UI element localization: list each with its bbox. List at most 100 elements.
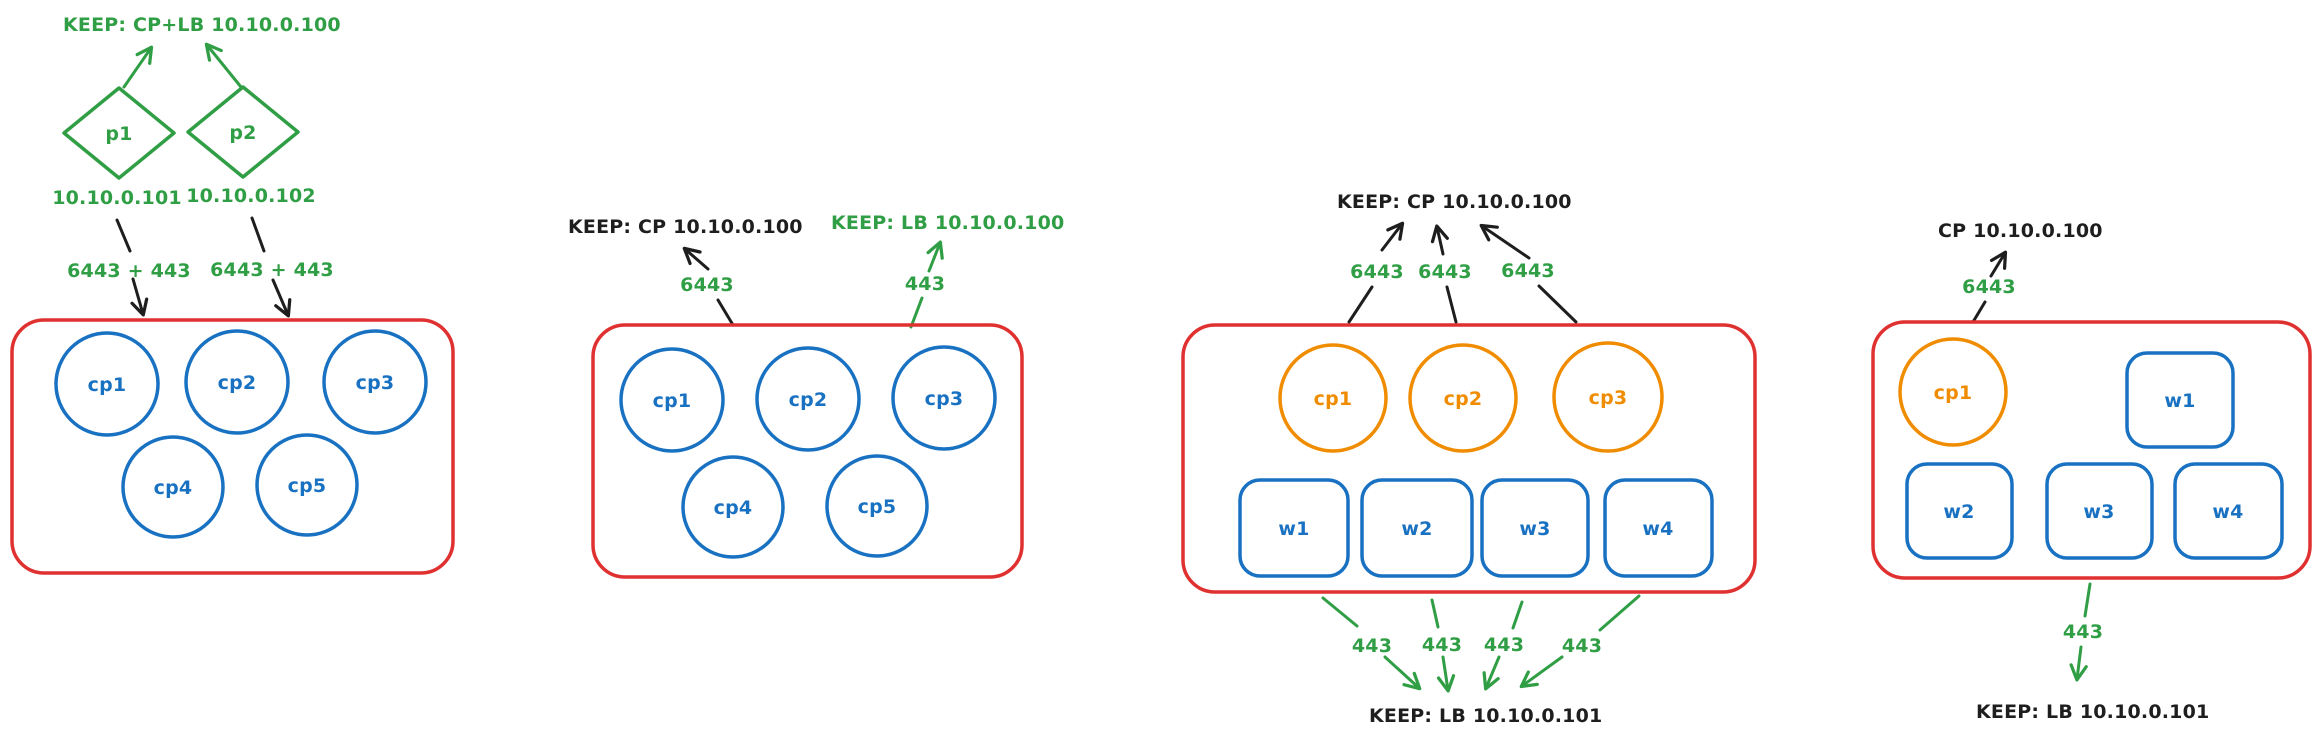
cp-node-circle [184, 329, 290, 435]
diagram-1-proxied-cluster: KEEP: CP+LB 10.10.0.100 p1 p2 10.10.0.10… [10, 14, 455, 575]
cp-node-circle [619, 347, 725, 453]
cp-node-circle [54, 331, 160, 437]
proxy-p2-diamond [186, 85, 300, 179]
arrow-lb-vip-lower [909, 296, 924, 329]
cp-node-label: cp3 [1589, 387, 1628, 409]
cp-node-circle [322, 329, 428, 435]
arrow-lb-lower [2069, 645, 2088, 682]
keep-lb-label: KEEP: LB 10.10.0.101 [1976, 701, 2209, 723]
diagram-3-cp-worker-cluster: KEEP: CP 10.10.0.100 6443 6443 6443 cp1 … [1181, 191, 1757, 727]
proxy-p1-label: p1 [105, 123, 132, 145]
cp-port-label: 6443 [1962, 276, 2016, 298]
cp-node-circle [1898, 337, 2008, 447]
cluster-boundary [1181, 323, 1757, 594]
lb-port-label: 443 [2063, 621, 2103, 643]
cp-node-label: cp3 [925, 388, 964, 410]
arrow-w2-lb-lower [1436, 655, 1456, 693]
cp-node-circle [755, 346, 861, 452]
worker-node-label: w2 [1943, 501, 1974, 523]
arrow-cp3-vip-upper [1479, 223, 1531, 260]
arrow-cp2-vip-lower [1445, 285, 1458, 324]
arrow-w4-lb-upper [1598, 594, 1641, 632]
cp-node-label: cp5 [858, 496, 897, 518]
cp-node-label: cp2 [218, 372, 257, 394]
keep-lb-label: KEEP: LB 10.10.0.101 [1369, 705, 1602, 727]
arrow-cp-vip-upper [682, 246, 710, 271]
lb-port-label: 443 [1562, 635, 1602, 657]
cp-node-label: cp4 [154, 477, 193, 499]
cp-node-label: cp1 [653, 390, 692, 412]
cp-node-label: cp1 [1314, 388, 1353, 410]
arrow-p2-to-cluster-upper [250, 216, 266, 253]
diagram-4-single-cp-cluster: CP 10.10.0.100 6443 cp1 w1 w2 w3 w4 443 … [1871, 220, 2312, 723]
worker-node-box [1603, 478, 1714, 578]
worker-node-label: w3 [2083, 501, 2114, 523]
worker-node-box [1480, 478, 1590, 578]
cp-node-circle [121, 435, 225, 539]
lb-port-label: 443 [1422, 634, 1462, 656]
cluster-boundary [10, 318, 455, 575]
p2-ports-label: 6443 + 443 [210, 259, 334, 281]
arrow-cp1-vip-lower [1347, 285, 1374, 324]
arrow-cp1-vip-upper [1380, 221, 1405, 252]
cp-node-circle [1408, 343, 1518, 453]
worker-node-label: w1 [1278, 518, 1309, 540]
worker-node-label: w1 [2164, 390, 2195, 412]
cp-node-label: cp1 [1934, 382, 1973, 404]
lb-port-label: 443 [1484, 634, 1524, 656]
lb-port-label: 443 [1352, 635, 1392, 657]
cp-port-label: 6443 [680, 274, 734, 296]
cp-port-label: 6443 [1418, 261, 1472, 283]
diagram-2-stacked-keepalived-cluster: KEEP: CP 10.10.0.100 KEEP: LB 10.10.0.10… [568, 212, 1064, 579]
arrow-w4-lb-lower [1519, 655, 1564, 689]
cp-node-circle [681, 455, 785, 559]
arrow-cp-vip-lower [716, 298, 735, 327]
arrow-cp-vip-upper [1989, 250, 2008, 278]
cluster-boundary [1871, 320, 2312, 580]
arrow-p1-to-vip [122, 45, 154, 89]
worker-node-box [2173, 462, 2284, 560]
worker-node-label: w2 [1401, 518, 1432, 540]
keep-cp-label: KEEP: CP 10.10.0.100 [568, 216, 803, 238]
arrow-w2-lb-upper [1430, 598, 1440, 629]
worker-node-box [1360, 478, 1474, 578]
p1-ports-label: 6443 + 443 [67, 260, 191, 282]
cp-node-label: cp2 [789, 389, 828, 411]
proxy-p2-label: p2 [229, 122, 256, 144]
cp-port-label: 6443 [1501, 260, 1555, 282]
arrow-cp-vip-lower [1971, 300, 1987, 324]
cp-node-circle [1278, 343, 1388, 453]
arrow-p1-to-cluster-lower [130, 277, 149, 317]
arrow-cp2-vip-upper [1430, 224, 1449, 256]
cp-node-label: cp2 [1444, 388, 1483, 410]
arrow-w1-lb-lower [1383, 655, 1422, 691]
keep-lb-label: KEEP: LB 10.10.0.100 [831, 212, 1064, 234]
cp-port-label: 6443 [1350, 261, 1404, 283]
arrow-p1-to-cluster-upper [115, 218, 132, 253]
cp-node-label: cp3 [356, 372, 395, 394]
worker-node-label: w3 [1519, 518, 1550, 540]
arrow-lb-vip-upper [926, 240, 944, 273]
cp-node-circle [891, 345, 997, 451]
worker-node-box [2125, 351, 2235, 449]
proxy-p1-ip-label: 10.10.0.101 [52, 187, 182, 209]
worker-node-label: w4 [2212, 501, 2243, 523]
cp-node-label: cp1 [88, 374, 127, 396]
arrow-lb-upper [2083, 582, 2092, 618]
cp-node-label: cp5 [288, 475, 327, 497]
arrow-p2-to-cluster-lower [271, 278, 292, 318]
cp-endpoint-label: CP 10.10.0.100 [1938, 220, 2103, 242]
keep-cp-label: KEEP: CP 10.10.0.100 [1337, 191, 1572, 213]
worker-node-box [2045, 462, 2154, 560]
worker-node-label: w4 [1642, 518, 1673, 540]
cp-node-label: cp4 [714, 497, 753, 519]
cp-node-circle [255, 433, 359, 537]
proxy-p1-diamond [62, 86, 176, 180]
arrow-p2-to-vip [204, 42, 243, 89]
worker-node-box [1238, 478, 1350, 578]
worker-node-box [1905, 462, 2014, 560]
cluster-boundary [591, 323, 1024, 579]
proxy-p2-ip-label: 10.10.0.102 [186, 185, 316, 207]
